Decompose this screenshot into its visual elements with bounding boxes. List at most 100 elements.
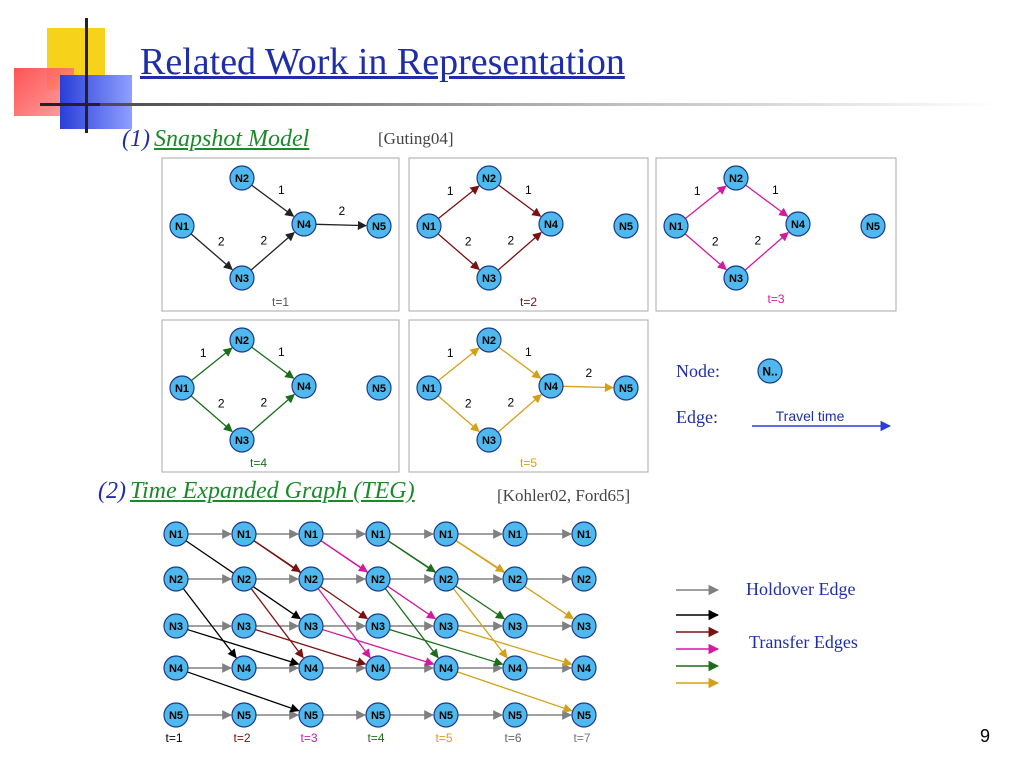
teg-node-n2-t1: N2 — [163, 566, 189, 592]
teg-node-n5-t5: N5 — [433, 702, 459, 728]
snapshot-4-node-n5: N5 — [366, 375, 392, 401]
teg-node-n4-t2: N4 — [231, 655, 257, 681]
teg-node-n4-t1-label: N4 — [169, 663, 184, 675]
teg-node-n5-t6: N5 — [502, 702, 528, 728]
teg-time-label-t5: t=5 — [435, 731, 452, 745]
snapshot-2-node-n4-label: N4 — [544, 219, 559, 231]
decor-blue-square — [60, 75, 132, 129]
snapshot-5-node-n4-circle — [538, 373, 564, 399]
snapshot-4-node-n1: N1 — [169, 375, 195, 401]
section1-name: Snapshot Model — [153, 126, 310, 152]
snapshot-5-node-n3: N3 — [476, 427, 502, 453]
teg-node-n3-t7-label: N3 — [577, 621, 591, 633]
snapshot-5-node-n4: N4 — [538, 373, 564, 399]
snapshot-3-edge-N1-N2 — [684, 185, 727, 220]
teg-time-label-t2: t=2 — [233, 731, 250, 745]
section2-number: (2) — [98, 478, 126, 504]
teg-node-n5-t1-label: N5 — [169, 710, 183, 722]
snapshot-1-node-n2-label: N2 — [235, 173, 249, 185]
snapshot-3-node-n4: N4 — [785, 211, 811, 237]
snapshot-3-time-label: t=3 — [767, 292, 784, 306]
legend-edge-label: Edge: — [676, 407, 718, 427]
snapshot-1-node-n4: N4 — [291, 211, 317, 237]
snapshot-3-weight-N1-N3: 2 — [712, 234, 719, 248]
snapshot-2-weight-N1-N3: 2 — [465, 234, 472, 248]
snapshot-3-node-n1: N1 — [663, 213, 689, 239]
snapshot-4-edge-N1-N3 — [190, 395, 233, 433]
teg-legend-transfer-label: Transfer Edges — [749, 632, 858, 652]
snapshot-4-weight-N1-N2: 1 — [200, 346, 207, 360]
section1-heading: (1) Snapshot Model — [122, 126, 309, 153]
snapshot-4-edge-N2-N4 — [251, 346, 295, 379]
snapshot-4-node-n4-label: N4 — [297, 381, 312, 393]
teg-node-n3-t3-circle — [298, 613, 324, 639]
teg-node-n1-t6-label: N1 — [508, 529, 522, 541]
snapshot-3-edge-N1-N3 — [684, 233, 727, 271]
teg-node-n2-t6-label: N2 — [508, 574, 522, 586]
teg-node-n3-t1-circle — [163, 613, 189, 639]
snapshot-3-node-n2: N2 — [723, 165, 749, 191]
teg-node-n2-t5-circle — [433, 566, 459, 592]
teg-node-n3-t3-label: N3 — [304, 621, 318, 633]
teg-transfer-N4t1-N5t3 — [187, 671, 300, 713]
snapshot-5-node-n2-label: N2 — [482, 335, 496, 347]
snapshot-2-edge-N1-N3 — [437, 233, 480, 271]
teg-node-n2-t4-circle — [365, 566, 391, 592]
snapshot-1-node-n2: N2 — [229, 165, 255, 191]
teg-node-n2-t3-label: N2 — [304, 574, 318, 586]
snapshot-4-node-n5-circle — [366, 375, 392, 401]
teg-transfer-N2t5-N4t6 — [452, 588, 508, 659]
teg-node-n3-t4: N3 — [365, 613, 391, 639]
teg-node-n4-t1-circle — [163, 655, 189, 681]
snapshot-5-weight-N4-N5: 2 — [586, 366, 593, 380]
snapshot-3-node-n1-label: N1 — [669, 221, 683, 233]
snapshot-5-edge-N3-N4 — [497, 393, 542, 433]
snapshot-4-edge-N1-N2 — [190, 347, 233, 382]
snapshot-1-node-n4-label: N4 — [297, 219, 312, 231]
snapshot-2-node-n4: N4 — [538, 211, 564, 237]
teg-time-label-t7: t=7 — [573, 731, 590, 745]
snapshot-2-node-n3-label: N3 — [482, 273, 496, 285]
snapshot-2-node-n5: N5 — [613, 213, 639, 239]
teg-node-n2-t1-circle — [163, 566, 189, 592]
teg-time-label-t6: t=6 — [504, 731, 521, 745]
teg-node-n3-t4-label: N3 — [371, 621, 385, 633]
teg-node-n1-t1-label: N1 — [169, 529, 183, 541]
teg-node-n1-t4: N1 — [365, 521, 391, 547]
section2-citation: [Kohler02, Ford65] — [497, 486, 631, 505]
snapshot-4-weight-N3-N4: 2 — [260, 395, 267, 409]
teg-node-n3-t6-label: N3 — [508, 621, 522, 633]
snapshot-3-node-n2-circle — [723, 165, 749, 191]
teg-node-n5-t2: N5 — [231, 702, 257, 728]
snapshot-1-weight-N2-N4: 1 — [278, 183, 285, 197]
teg-node-n1-t5-circle — [433, 521, 459, 547]
teg-node-n2-t7-label: N2 — [577, 574, 591, 586]
legend-node-sample: N.. — [757, 358, 783, 384]
teg-transfer-N2t2-N4t3 — [250, 588, 304, 659]
snapshot-3-edge-N2-N4 — [745, 184, 789, 217]
teg-node-n4-t2-circle — [231, 655, 257, 681]
teg-node-n5-t7-circle — [571, 702, 597, 728]
teg-node-n4-t3-circle — [298, 655, 324, 681]
snapshot-2-weight-N3-N4: 2 — [507, 233, 514, 247]
teg-node-n2-t2: N2 — [231, 566, 257, 592]
snapshot-2-node-n1-circle — [416, 213, 442, 239]
legend-edge-sample-text: Travel time — [776, 408, 845, 424]
teg-node-n3-t1: N3 — [163, 613, 189, 639]
teg-node-n1-t6-circle — [502, 521, 528, 547]
teg-node-n2-t1-label: N2 — [169, 574, 183, 586]
teg-node-n1-t1: N1 — [163, 521, 189, 547]
teg-node-n5-t6-circle — [502, 702, 528, 728]
teg-node-n2-t2-circle — [231, 566, 257, 592]
teg-node-n2-t4-label: N2 — [371, 574, 385, 586]
snapshot-frame-3 — [655, 157, 897, 312]
snapshot-2-node-n5-label: N5 — [619, 221, 633, 233]
teg-node-n5-t4-circle — [365, 702, 391, 728]
teg-transfer-N2t4-N4t5 — [384, 588, 439, 659]
teg-node-n5-t3-circle — [298, 702, 324, 728]
teg-node-n2-t4: N2 — [365, 566, 391, 592]
teg-node-n3-t4-circle — [365, 613, 391, 639]
snapshot-4-edge-N3-N4 — [250, 393, 295, 433]
snapshot-1-node-n5-label: N5 — [372, 221, 386, 233]
